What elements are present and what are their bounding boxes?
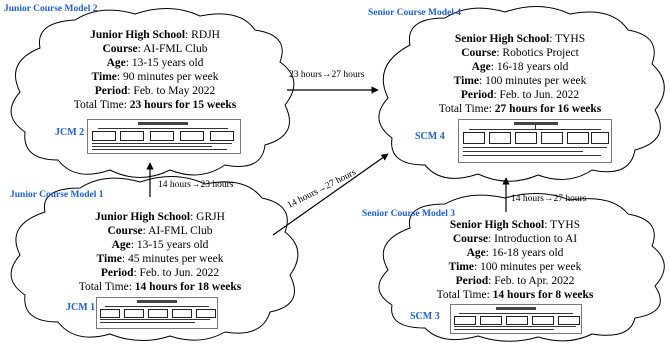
school-label: Junior High School [95, 211, 191, 223]
age-value: : 13-15 years old [130, 239, 209, 251]
course-label: Course [107, 225, 143, 237]
course-value: : AI-FML Club [137, 43, 208, 55]
school-value: : RDJH [185, 29, 220, 41]
period-value: : Feb. to Apr. 2022 [488, 275, 575, 287]
model-title-jcm1: Junior Course Model 1 [10, 190, 104, 200]
total-value: 27 hours for 16 weeks [494, 103, 602, 115]
school-label: Senior High School [454, 33, 550, 45]
edge-label-scm3-scm4: 14 hours→27 hours [511, 194, 587, 204]
arrow-jcm1-scm4 [272, 153, 389, 236]
course-label: Course [452, 233, 488, 245]
school-label: Junior High School [90, 29, 186, 41]
course-value: : Introduction to AI [488, 233, 578, 245]
info-scm4: Senior High School: TYHS Course: Robotic… [420, 32, 620, 116]
model-title-scm4: Senior Course Model 4 [368, 8, 461, 18]
course-value: : Robotics Project [496, 47, 579, 59]
total-label: Total Time: [73, 99, 130, 111]
total-value: 14 hours for 8 weeks [492, 289, 594, 301]
info-scm3: Senior High School: TYHS Course: Introdu… [415, 218, 615, 302]
time-value: : 100 minutes per week [474, 261, 582, 273]
time-label: Time [96, 253, 122, 265]
age-label: Age [471, 61, 491, 73]
code-scm3: SCM 3 [410, 311, 440, 322]
code-jcm2: JCM 2 [55, 127, 85, 138]
period-value: : Feb. to May 2022 [127, 85, 216, 97]
age-label: Age [111, 239, 131, 251]
course-structure-thumbnail-scm3 [450, 304, 582, 334]
time-value: : 90 minutes per week [116, 71, 219, 83]
total-label: Total Time: [78, 281, 135, 293]
time-value: : 45 minutes per week [121, 253, 224, 265]
time-label: Time [448, 261, 475, 273]
total-label: Total Time: [438, 103, 495, 115]
school-value: : TYHS [549, 33, 586, 45]
code-scm4: SCM 4 [415, 131, 445, 142]
period-label: Period [94, 85, 128, 97]
school-label: Senior High School [449, 219, 545, 231]
period-label: Period [100, 267, 134, 279]
course-structure-thumbnail-jcm2 [87, 119, 241, 154]
period-value: : Feb. to Jun. 2022 [133, 267, 220, 279]
time-value: : 100 minutes per week [479, 75, 587, 87]
course-value: : AI-FML Club [142, 225, 213, 237]
course-structure-thumbnail-jcm1 [96, 297, 218, 329]
cloud-jcm1 [10, 175, 299, 341]
age-value: : 16-18 years old [485, 247, 564, 259]
age-value: : 16-18 years old [490, 61, 569, 73]
edge-label-jcm2-scm4: 23 hours→27 hours [289, 70, 365, 80]
school-value: : TYHS [544, 219, 581, 231]
code-jcm1: JCM 1 [66, 302, 96, 313]
school-value: : GRJH [190, 211, 225, 223]
model-title-jcm2: Junior Course Model 2 [4, 4, 98, 14]
time-label: Time [91, 71, 117, 83]
period-label: Period [460, 89, 494, 101]
edge-label-jcm1-jcm2: 14 hours→23 hours [158, 180, 234, 190]
info-jcm2: Junior High School: RDJH Course: AI-FML … [55, 28, 255, 112]
info-jcm1: Junior High School: GRJH Course: AI-FML … [60, 210, 260, 294]
period-value: : Feb. to Jun. 2022 [493, 89, 580, 101]
age-label: Age [106, 57, 126, 69]
total-label: Total Time: [436, 289, 493, 301]
age-label: Age [466, 247, 486, 259]
course-label: Course [102, 43, 138, 55]
model-title-scm3: Senior Course Model 3 [362, 209, 455, 219]
period-label: Period [455, 275, 489, 287]
total-value: 14 hours for 18 weeks [134, 281, 242, 293]
age-value: : 13-15 years old [125, 57, 204, 69]
time-label: Time [453, 75, 480, 87]
total-value: 23 hours for 15 weeks [129, 99, 237, 111]
course-structure-thumbnail-scm4 [458, 119, 612, 163]
course-label: Course [461, 47, 497, 59]
